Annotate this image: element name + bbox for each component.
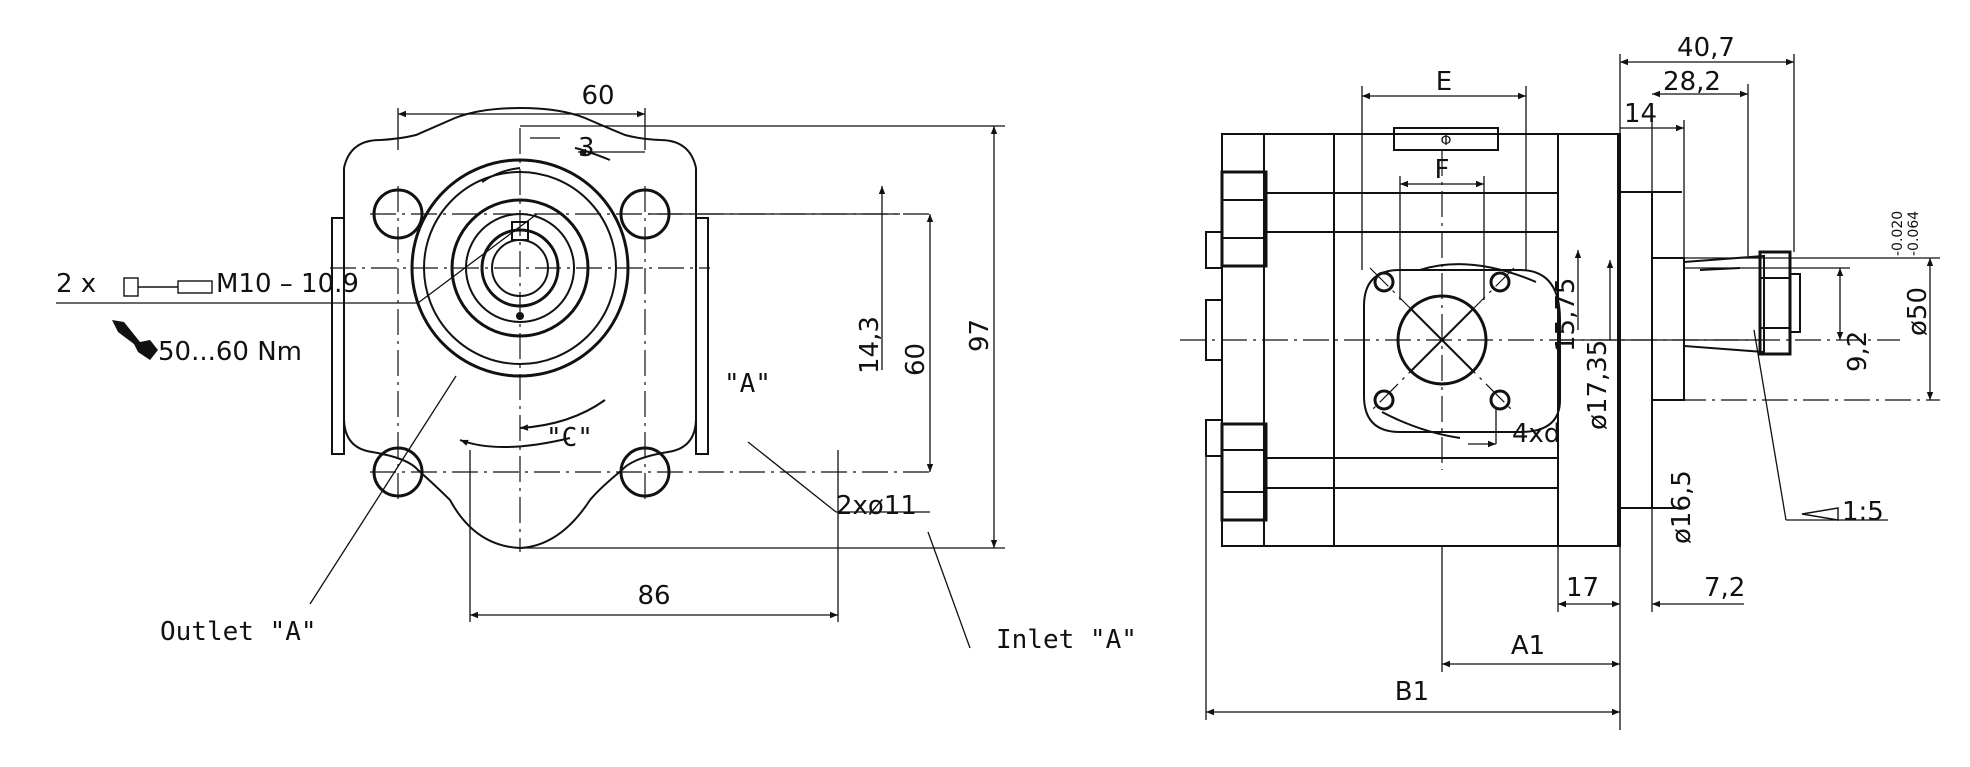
port-bolt-2 [1489, 271, 1511, 293]
right-port-boss [695, 217, 709, 455]
port-bolt-3 [1373, 389, 1395, 411]
dim-60-side: 60 [901, 343, 931, 376]
dim-14-3: 14,3 [855, 316, 885, 374]
bolt-head-top [1220, 170, 1268, 268]
front-view: 60 3 14,3 60 97 86 2xø11 "A" "C" 2 x [56, 81, 1137, 655]
torque-label: 50...60 Nm [158, 337, 302, 367]
wrench-icon [112, 320, 158, 360]
shaft-left-arc [481, 167, 521, 183]
dim-e: E [1436, 67, 1452, 97]
dim-40-7: 40,7 [1677, 33, 1735, 63]
dim-50: ø50 [1903, 287, 1933, 336]
outlet-leader [309, 375, 457, 605]
rotation-arc-c [459, 437, 571, 449]
outlet-label: Outlet "A" [160, 617, 317, 647]
dim-14: 14 [1624, 99, 1657, 129]
dim-28-2: 28,2 [1663, 67, 1721, 97]
holes-label: 2xø11 [836, 491, 917, 521]
side-view: Φ E F 40,7 28,2 14 15,75 ø17,35 4xd [1180, 33, 1940, 730]
leader-holes [747, 441, 837, 513]
rotation-arc-a [519, 399, 606, 431]
phi-box [1393, 127, 1499, 151]
tol-upper: -0.020 [1890, 211, 1906, 256]
rotation-c-label: "C" [546, 423, 593, 453]
flange-plate [1619, 191, 1653, 509]
shaft [1683, 254, 1765, 354]
dim-17-35: ø17,35 [1583, 340, 1613, 430]
port-bolt-1 [1373, 271, 1395, 293]
dim-3: 3 [578, 133, 595, 163]
bolt-head-bottom [1220, 422, 1268, 522]
port-bolt-4 [1489, 389, 1511, 411]
taper-leader [1753, 329, 1787, 521]
bolt-icon [123, 277, 213, 297]
dim-b1: B1 [1395, 677, 1429, 707]
dim-60-top: 60 [581, 81, 614, 111]
bolt-spec: M10 – 10.9 [216, 269, 359, 299]
port-flange [1363, 269, 1561, 433]
dim-15-75: 15,75 [1551, 278, 1581, 352]
dim-16-5: ø16,5 [1667, 470, 1697, 544]
bolt-note: 2 x [56, 269, 96, 299]
dim-f: F [1435, 155, 1450, 185]
left-port-boss [331, 217, 345, 455]
tol-lower: -0.064 [1906, 211, 1922, 256]
dim-a1: A1 [1511, 631, 1545, 661]
phi-symbol: Φ [1440, 133, 1451, 149]
inlet-leader [927, 531, 971, 649]
dim-7-2: 7,2 [1704, 573, 1745, 603]
dim-97: 97 [965, 319, 995, 352]
dim-17: 17 [1566, 573, 1599, 603]
dim-4xd: 4xd [1512, 419, 1560, 449]
dim-9-2: 9,2 [1843, 331, 1873, 372]
taper-symbol [1801, 507, 1839, 521]
dim-86: 86 [637, 581, 670, 611]
rotation-a-label: "A" [724, 369, 771, 399]
inlet-label: Inlet "A" [996, 625, 1137, 655]
taper-label: 1:5 [1842, 497, 1884, 527]
pilot-spigot [1651, 257, 1685, 401]
